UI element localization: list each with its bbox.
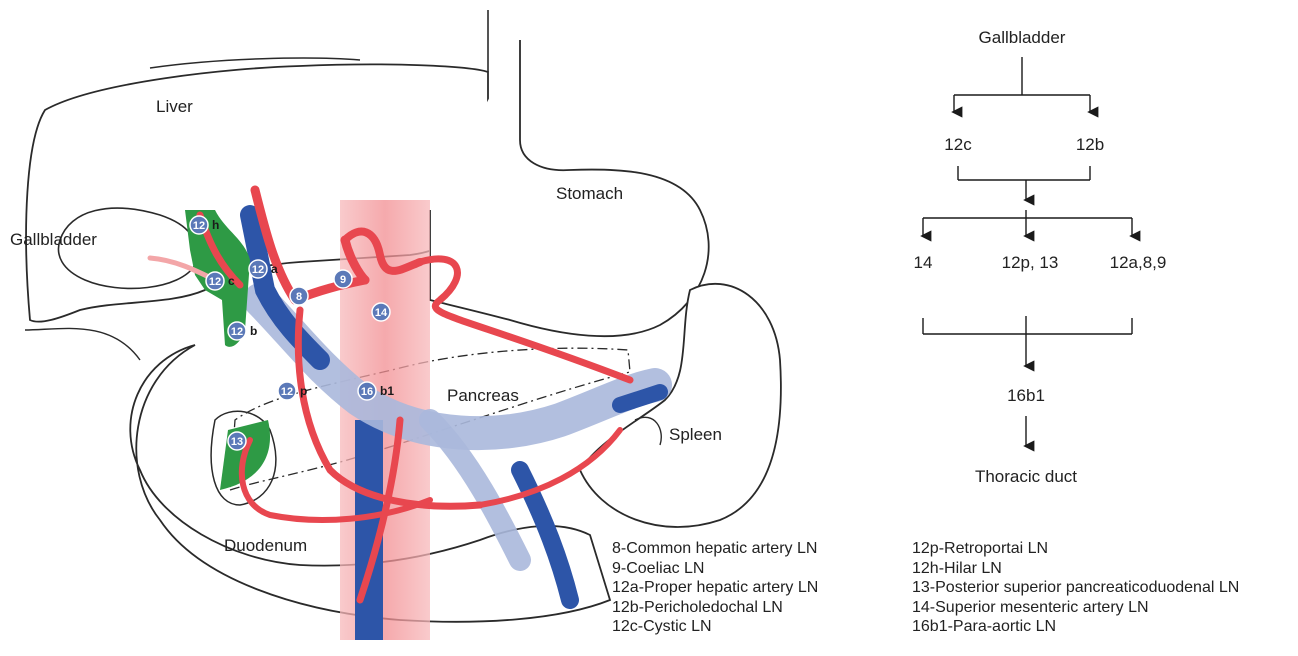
lymph-node-12a[interactable]: 12 a (249, 260, 278, 278)
lymph-node-12b[interactable]: 12 b (228, 322, 257, 340)
label-pancreas: Pancreas (447, 386, 519, 406)
svg-text:12: 12 (209, 276, 221, 288)
flow-node-12p-13: 12p, 13 (1002, 253, 1059, 272)
flow-node-12a-8-9: 12a,8,9 (1110, 253, 1167, 272)
lymph-node-12h[interactable]: 12 h (190, 216, 219, 234)
svg-text:14: 14 (375, 307, 388, 319)
svg-text:b1: b1 (380, 384, 394, 398)
label-spleen: Spleen (669, 425, 722, 445)
label-stomach: Stomach (556, 184, 623, 204)
svg-text:12: 12 (193, 220, 205, 232)
legend-item: 13-Posterior superior pancreaticoduodena… (912, 578, 1239, 598)
legend-item: 14-Superior mesenteric artery LN (912, 598, 1239, 618)
legend-item: 12p-Retroportai LN (912, 539, 1239, 559)
svg-text:12: 12 (281, 386, 293, 398)
lymph-node-8[interactable]: 8 (290, 287, 308, 305)
lymph-node-13[interactable]: 13 (228, 432, 246, 450)
svg-text:h: h (212, 218, 219, 232)
legend-item: 12h-Hilar LN (912, 559, 1239, 579)
svg-text:p: p (300, 384, 307, 398)
lymph-node-12p[interactable]: 12 p (278, 382, 307, 400)
legend-item: 8-Common hepatic artery LN (612, 539, 818, 559)
label-liver: Liver (156, 97, 193, 117)
svg-text:9: 9 (340, 274, 346, 286)
flow-node-14: 14 (914, 253, 933, 272)
lymph-node-9[interactable]: 9 (334, 270, 352, 288)
legend-left-column: 8-Common hepatic artery LN 9-Coeliac LN … (612, 539, 818, 637)
legend-item: 16b1-Para-aortic LN (912, 617, 1239, 637)
flow-node-12b: 12b (1076, 135, 1104, 154)
svg-text:12: 12 (252, 264, 264, 276)
label-gallbladder: Gallbladder (10, 230, 97, 250)
svg-text:13: 13 (231, 436, 243, 448)
flow-root: Gallbladder (979, 28, 1066, 47)
flow-node-12c: 12c (944, 135, 972, 154)
legend-item: 12c-Cystic LN (612, 617, 818, 637)
liver-lower-edge (25, 328, 140, 360)
legend-right-column: 12p-Retroportai LN 12h-Hilar LN 13-Poste… (912, 539, 1239, 637)
lymph-node-14[interactable]: 14 (372, 303, 390, 321)
svg-text:c: c (228, 274, 235, 288)
svg-text:a: a (271, 262, 278, 276)
label-duodenum: Duodenum (224, 536, 307, 556)
svg-text:8: 8 (296, 291, 302, 303)
legend-item: 12b-Pericholedochal LN (612, 598, 818, 618)
svg-text:16: 16 (361, 386, 373, 398)
lymphatic-drainage-flowchart: Gallbladder 12c 12b 14 12p, 13 12a,8,9 1… (880, 0, 1298, 520)
lymph-node-12c[interactable]: 12 c (206, 272, 235, 290)
svg-text:b: b (250, 324, 257, 338)
svg-text:12: 12 (231, 326, 243, 338)
flow-terminal-thoracic-duct: Thoracic duct (975, 467, 1077, 486)
legend-item: 9-Coeliac LN (612, 559, 818, 579)
flow-node-16b1: 16b1 (1007, 386, 1045, 405)
legend-item: 12a-Proper hepatic artery LN (612, 578, 818, 598)
